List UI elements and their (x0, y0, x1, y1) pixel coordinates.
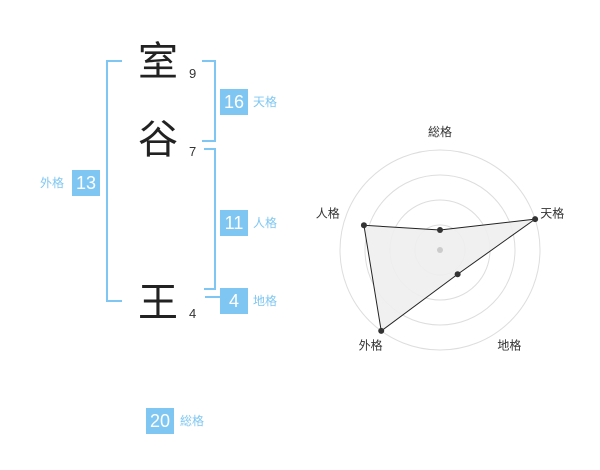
name-char-3: 王 (138, 280, 178, 326)
tenkaku-value: 16 (220, 89, 248, 115)
gaikaku-label: 外格 (40, 176, 65, 190)
radar-ring (339, 149, 541, 351)
jinkaku-label: 人格 (253, 216, 278, 230)
radar-points (360, 216, 539, 334)
chikaku-label: 地格 (253, 294, 278, 308)
gaikaku-value: 13 (72, 170, 100, 196)
jinkaku-value: 11 (220, 210, 248, 236)
stroke-count-3: 4 (189, 306, 197, 321)
radar-axis-label: 人格 (316, 206, 340, 221)
tenkaku-bracket (202, 60, 216, 142)
gaikaku-bracket (106, 60, 122, 302)
tenkaku-label: 天格 (253, 95, 278, 109)
soukaku-label: 総格 (180, 414, 205, 428)
radar-point-2 (532, 216, 539, 223)
stroke-count-2: 7 (189, 144, 197, 159)
radar-polygon (363, 218, 536, 332)
radar-axis-label: 総格 (428, 124, 452, 139)
jinkaku-bracket (204, 148, 216, 290)
soukaku-value: 20 (146, 408, 174, 434)
radar-point-1 (437, 227, 443, 233)
stroke-count-1: 9 (189, 66, 197, 81)
name-char-1: 室 (138, 39, 178, 85)
radar-point-5 (360, 222, 367, 229)
radar-center-dot (437, 247, 443, 253)
radar-axis-label: 地格 (497, 337, 521, 352)
radar-ring (364, 174, 516, 326)
radar-axis-label: 外格 (359, 337, 383, 352)
radar-axis-label: 天格 (540, 206, 564, 221)
radar-point-4 (378, 327, 385, 334)
radar-point-3 (454, 271, 461, 278)
chikaku-value: 4 (220, 288, 248, 314)
name-char-2: 谷 (138, 117, 178, 163)
chikaku-connector (205, 296, 220, 298)
